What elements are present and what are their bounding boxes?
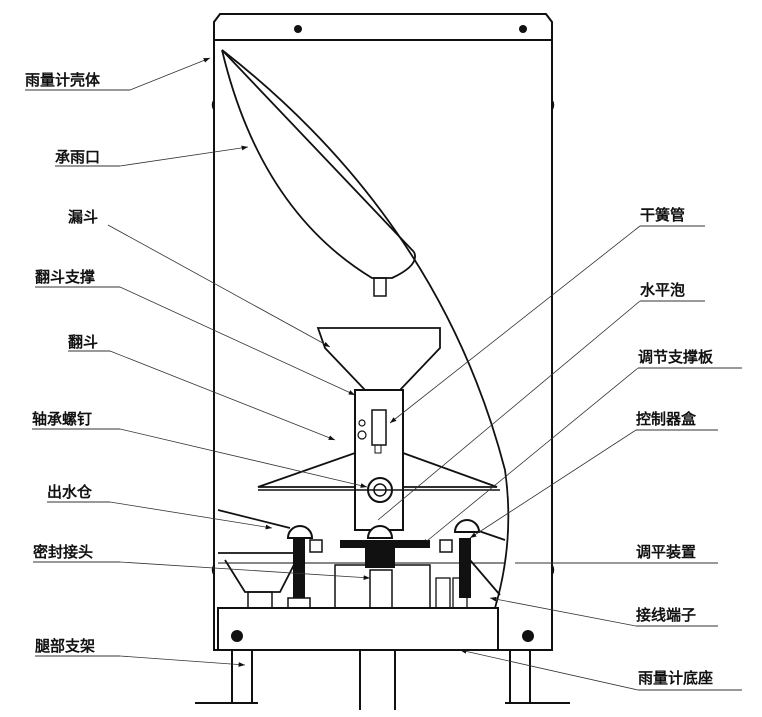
label-reed-switch: 干簧管 xyxy=(640,206,685,224)
leg-support xyxy=(195,650,570,710)
label-terminal: 接线端子 xyxy=(636,606,696,624)
label-housing: 雨量计壳体 xyxy=(25,71,101,89)
label-leveling-device: 调平装置 xyxy=(636,543,696,561)
label-gauge-base: 雨量计底座 xyxy=(638,669,713,687)
left-callouts: 雨量计壳体 承雨口 漏斗 翻斗支撑 翻斗 轴承螺钉 出水仓 密封接头 腿部支架 xyxy=(25,57,371,667)
label-seal-joint: 密封接头 xyxy=(33,543,93,561)
label-catch-mouth: 承雨口 xyxy=(55,148,100,166)
funnel xyxy=(316,327,441,391)
label-bearing-screw: 轴承螺钉 xyxy=(32,410,92,428)
label-tipping-bucket: 翻斗 xyxy=(68,333,98,351)
label-funnel: 漏斗 xyxy=(68,208,98,226)
tipping-bucket xyxy=(257,451,500,491)
label-adjust-plate: 调节支撑板 xyxy=(638,348,714,366)
label-bucket-support: 翻斗支撑 xyxy=(35,268,95,286)
label-outlet-chamber: 出水仓 xyxy=(47,483,93,501)
tipping-bucket-support xyxy=(354,389,404,531)
base xyxy=(217,607,534,651)
catch-mouth xyxy=(221,49,510,609)
label-spirit-level: 水平泡 xyxy=(640,281,685,299)
label-controller-box: 控制器盒 xyxy=(636,410,697,428)
right-callouts: 干簧管 水平泡 调节支撑板 控制器盒 调平装置 接线端子 雨量计底座 xyxy=(377,206,742,691)
label-leg-support: 腿部支架 xyxy=(35,637,95,655)
outlet-chamber xyxy=(217,509,506,609)
